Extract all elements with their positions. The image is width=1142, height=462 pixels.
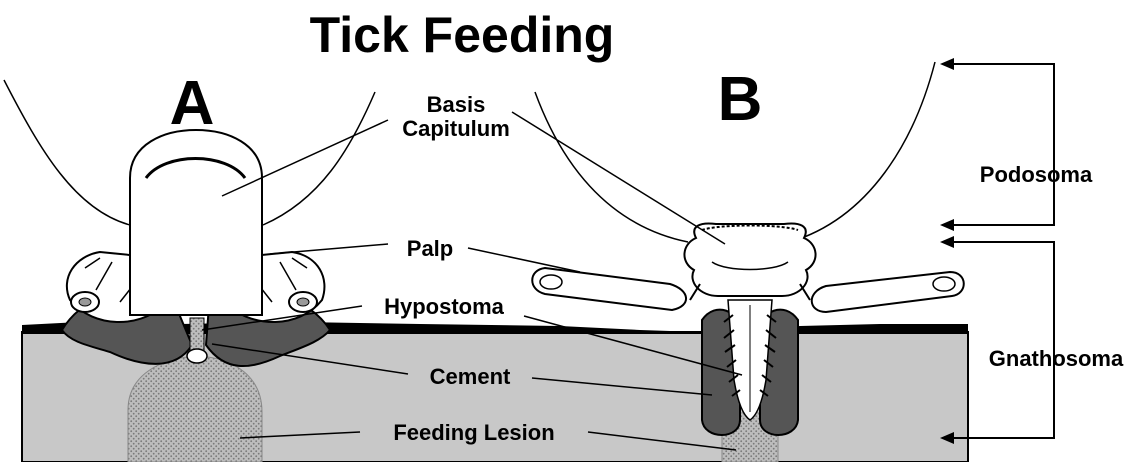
basis-capitulum-label-line2: Capitulum [402, 116, 510, 141]
leg-line [263, 92, 375, 225]
panel-a-label: A [170, 69, 215, 138]
hypostoma-label: Hypostoma [384, 294, 505, 319]
arrow-left-icon [940, 58, 954, 70]
arrow-left-icon [940, 236, 954, 248]
cement-label: Cement [430, 364, 511, 389]
diagram-title: Tick Feeding [310, 7, 615, 63]
leg-line [535, 92, 688, 242]
panel-b-label: B [718, 65, 763, 134]
feeding-lesion-a [128, 356, 262, 462]
podosoma-label: Podosoma [980, 162, 1093, 187]
leg-line [790, 62, 935, 242]
gnathosoma-label: Gnathosoma [989, 346, 1124, 371]
feeding-lesion-label: Feeding Lesion [393, 420, 554, 445]
palp-label: Palp [407, 236, 453, 261]
basis-capitulum-label-line1: Basis [427, 92, 486, 117]
basis-capitulum-b [684, 224, 815, 296]
arrow-left-icon [940, 219, 954, 231]
leg-line [4, 80, 130, 225]
podosoma-bracket [952, 64, 1054, 225]
